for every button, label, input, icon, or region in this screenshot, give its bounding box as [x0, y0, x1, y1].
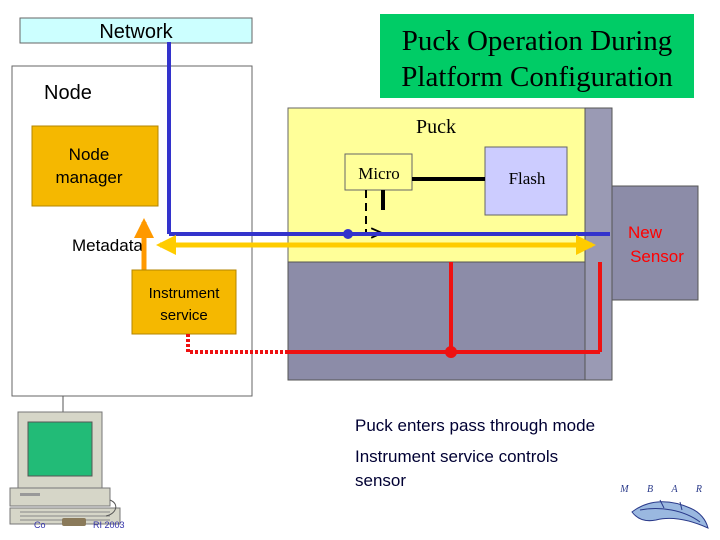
- puck-label: Puck: [416, 116, 456, 138]
- control-junction-dot: [445, 346, 457, 358]
- copyright-left: Co: [34, 520, 46, 530]
- instrument-service-box: [131, 269, 237, 335]
- control-path-dotted: [186, 334, 288, 354]
- micro-label: Micro: [358, 164, 400, 183]
- slide-title-line1: Puck Operation During: [402, 25, 673, 57]
- copyright-right: RI 2003: [93, 520, 125, 530]
- new-sensor-label-line2: Sensor: [630, 247, 684, 266]
- network-box: [19, 17, 253, 44]
- note-line-1: Puck enters pass through mode: [355, 416, 595, 435]
- network-junction-dot: [343, 229, 353, 239]
- metadata-label: Metadata: [72, 236, 143, 255]
- flash-label: Flash: [509, 169, 546, 188]
- network-label: Network: [99, 21, 173, 43]
- node-manager-label-line2: manager: [55, 168, 122, 187]
- node-manager-label-line1: Node: [69, 145, 110, 164]
- micro-box: [344, 153, 413, 191]
- puck-lower-region: [287, 261, 586, 381]
- mbari-logo-text: M B A R I: [619, 484, 720, 495]
- instrument-service-label-line2: service: [160, 307, 208, 324]
- note-line-2: Instrument service controls: [355, 447, 558, 466]
- note-line-3: sensor: [355, 471, 406, 490]
- new-sensor-label-line1: New: [628, 223, 663, 242]
- mbari-logo: M B A R I: [619, 484, 720, 529]
- computer-icon: [9, 396, 121, 526]
- node-manager-box: [31, 125, 159, 207]
- node-label: Node: [44, 82, 92, 104]
- flash-box: [484, 146, 568, 216]
- node-box: [11, 65, 253, 397]
- slide-title-line2: Platform Configuration: [401, 61, 673, 93]
- title-box: [380, 14, 694, 98]
- instrument-service-label-line1: Instrument: [149, 285, 221, 302]
